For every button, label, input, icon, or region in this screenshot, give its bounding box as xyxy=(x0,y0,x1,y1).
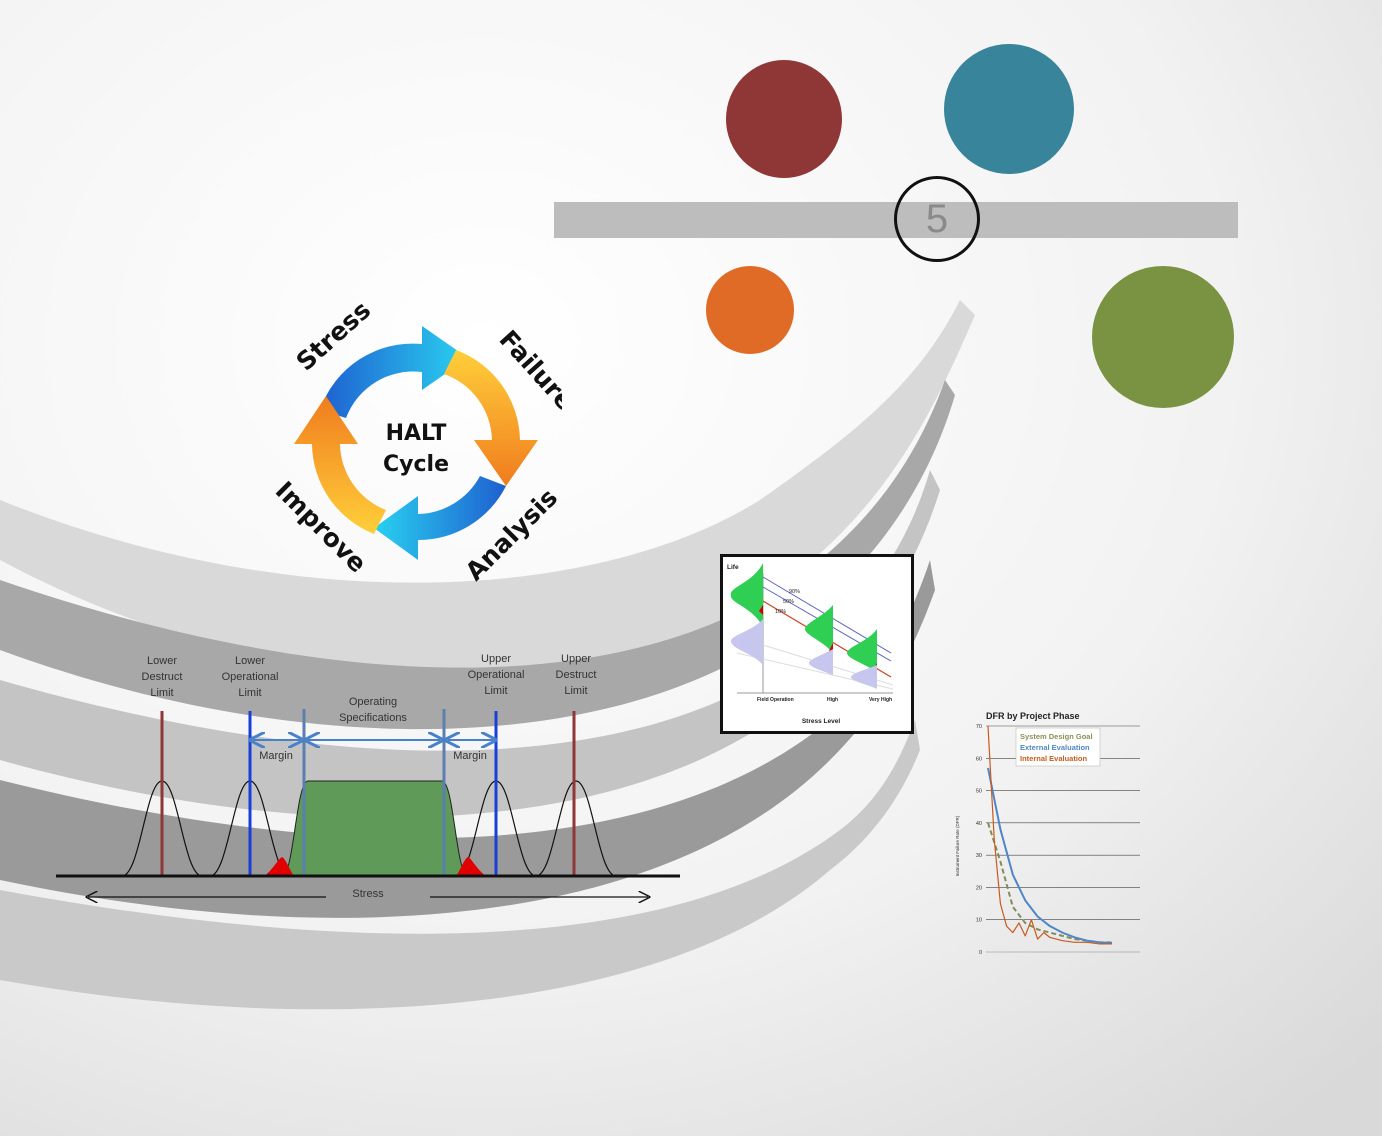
red-circle xyxy=(726,60,842,178)
upper-operational-label-3: Limit xyxy=(484,685,507,697)
lower-operational-label-2: Operational xyxy=(222,671,279,683)
dfr-chart-title: DFR by Project Phase xyxy=(986,711,1080,721)
halt-cycle-diagram: HALT Cycle Stress Failure Analysis Impro… xyxy=(270,300,562,586)
pct-10-label: 10% xyxy=(775,609,786,615)
stress-level-axis-label: Stress Level xyxy=(802,718,840,725)
dfr-y-tick-label: 20 xyxy=(976,885,982,891)
operating-region xyxy=(281,780,469,877)
failure-arrow xyxy=(444,350,538,486)
dfr-grid: 0 10 20 30 40 50 60 70 xyxy=(976,724,1140,956)
legend-system-design-goal: System Design Goal xyxy=(1020,732,1093,741)
lower-destruct-label-2: Destruct xyxy=(142,671,183,683)
pct-90-label: 90% xyxy=(789,589,800,595)
slide-number: 5 xyxy=(894,176,980,262)
upper-operational-label-2: Operational xyxy=(468,669,525,681)
orange-circle xyxy=(706,266,794,354)
life-stress-chart: Life 90% 50% 10% Field Operation High Ve… xyxy=(720,554,914,734)
dfr-series-group xyxy=(987,725,1113,945)
stress-axis-label: Stress xyxy=(352,888,384,900)
halt-center-line2: Cycle xyxy=(383,452,449,477)
operating-specs-label-2: Specifications xyxy=(339,712,407,724)
dfr-y-tick-label: 70 xyxy=(976,724,982,730)
dfr-y-tick-label: 10 xyxy=(976,918,982,924)
margin-label-left: Margin xyxy=(259,750,293,762)
teal-circle xyxy=(944,44,1074,174)
dfr-y-tick-label: 40 xyxy=(976,821,982,827)
legend-internal-evaluation: Internal Evaluation xyxy=(1020,754,1088,763)
cat-very-high: Very High xyxy=(869,697,892,703)
slide-number-text: 5 xyxy=(925,196,949,241)
stress-arrow xyxy=(320,326,468,418)
overlap-right xyxy=(456,857,486,876)
life-axis-label: Life xyxy=(727,564,739,571)
upper-destruct-label-3: Limit xyxy=(564,685,587,697)
life-stress-svg: Life 90% 50% 10% Field Operation High Ve… xyxy=(723,557,911,731)
analysis-arrow xyxy=(374,476,506,560)
dfr-y-tick-label: 60 xyxy=(976,756,982,762)
operating-specs-label-1: Operating xyxy=(349,696,397,708)
dfr-series-line-1 xyxy=(987,767,1113,944)
lower-destruct-label-1: Lower xyxy=(147,655,177,667)
dfr-y-tick-label: 0 xyxy=(979,950,982,956)
cat-high: High xyxy=(827,697,838,703)
upper-destruct-label-1: Upper xyxy=(561,653,591,665)
pct-50-label: 50% xyxy=(783,599,794,605)
dfr-y-axis-label: Instrument Failure Rate (DFR) xyxy=(955,815,960,876)
dfr-series-line-2 xyxy=(987,725,1112,945)
dfr-legend xyxy=(1015,727,1101,767)
dfr-y-tick-label: 30 xyxy=(976,853,982,859)
green-circle xyxy=(1092,266,1234,408)
halt-center-line1: HALT xyxy=(386,421,447,446)
legend-external-evaluation: External Evaluation xyxy=(1020,743,1090,752)
dfr-chart: DFR by Project Phase Instrument Failure … xyxy=(955,711,1140,956)
lower-destruct-label-3: Limit xyxy=(150,687,173,699)
overlap-left xyxy=(264,857,294,876)
lower-operational-label-1: Lower xyxy=(235,655,265,667)
operating-limits-diagram: Stress Lower Destruct Limit Lower Operat… xyxy=(56,653,680,915)
improve-arrow xyxy=(294,396,386,534)
upper-destruct-label-2: Destruct xyxy=(556,669,597,681)
dfr-y-tick-label: 50 xyxy=(976,789,982,795)
margin-label-right: Margin xyxy=(453,750,487,762)
cat-field-operation: Field Operation xyxy=(757,697,794,703)
lower-operational-label-3: Limit xyxy=(238,687,261,699)
upper-operational-label-1: Upper xyxy=(481,653,511,665)
